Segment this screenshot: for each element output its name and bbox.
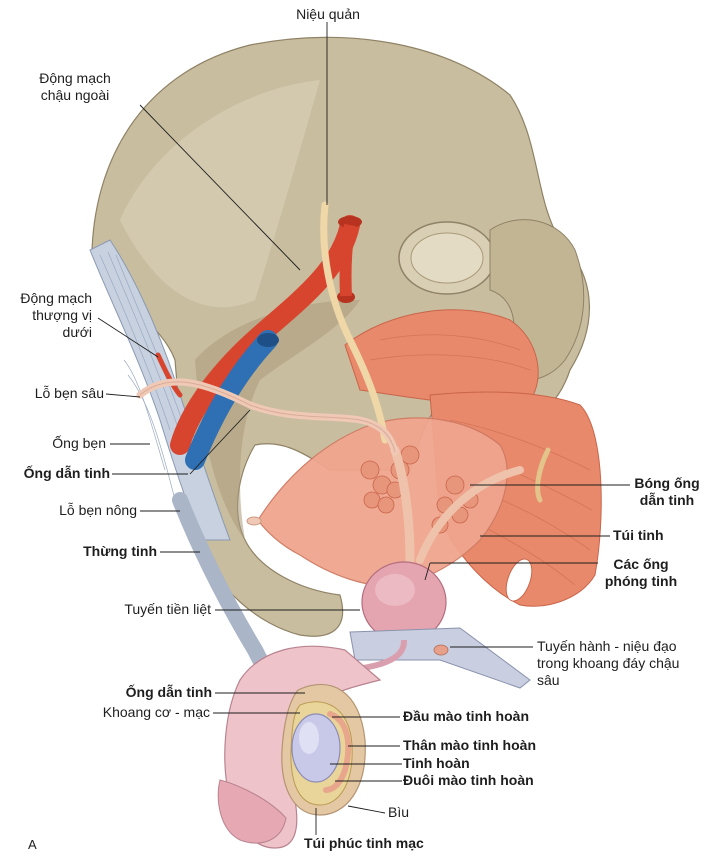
label-tunica-vaginalis: Túi phúc tinh mạc <box>304 835 424 851</box>
sacral-vertebra-inner <box>410 232 484 284</box>
label-ductus-deferens-upper: Ống dẫn tinh <box>23 465 110 481</box>
label-testis: Tinh hoàn <box>403 755 470 771</box>
label-ejaculatory-ducts: Các ống phóng tinh <box>596 556 686 590</box>
iliac-fossa-shading <box>120 80 320 308</box>
testis-highlight <box>299 722 319 754</box>
canal-stripes <box>99 251 187 501</box>
label-fascial-space: Khoang cơ - mạc <box>102 704 210 720</box>
label-ampulla: Bóng ống dẫn tinh <box>627 475 707 509</box>
ureter <box>320 201 389 444</box>
glans <box>217 779 287 844</box>
obturator-foramen <box>505 558 533 602</box>
label-line: sâu <box>537 672 560 688</box>
label-seminal-vesicle: Túi tinh <box>613 527 664 543</box>
ampulla-shape-right <box>416 466 524 564</box>
label-scrotum: Bìu <box>388 804 410 820</box>
label-ureter: Niệu quản <box>296 6 360 22</box>
figure-letter: A <box>28 837 37 852</box>
inferior-epigastric-artery <box>155 352 183 398</box>
label-line: Động mạch <box>20 290 92 306</box>
label-bulbourethral-gland: Tuyến hành - niệu đạo trong khoang đáy c… <box>537 638 679 689</box>
label-deep-inguinal-ring: Lỗ bẹn sâu <box>34 385 104 401</box>
leader-lines <box>97 22 630 835</box>
artery-branch <box>339 223 356 297</box>
label-epididymis-tail: Đuôi mào tinh hoàn <box>403 772 534 788</box>
label-line: thượng vị <box>32 307 92 323</box>
bulbourethral-gland <box>433 644 449 656</box>
label-ductus-deferens-lower: Ống dẫn tinh <box>125 684 212 700</box>
label-line: Động mạch <box>39 70 111 86</box>
ductus-deferens-outline <box>139 381 396 453</box>
label-line: trong khoang đáy chậu <box>537 655 680 671</box>
label-line: dẫn tinh <box>639 492 695 508</box>
label-line: Bóng ống <box>634 475 700 491</box>
ductus-end-right <box>535 447 551 503</box>
label-line: Tuyến hành - niệu đạo <box>537 638 677 654</box>
epididymis <box>323 711 352 793</box>
label-line: phóng tinh <box>604 573 678 589</box>
label-epididymis-head: Đầu mào tinh hoàn <box>403 708 529 724</box>
ampulla-shape <box>390 445 415 565</box>
label-line: dưới <box>62 324 92 340</box>
deep-ring-marker <box>246 516 262 526</box>
label-inguinal-canal: Ống bẹn <box>52 435 106 451</box>
vein-cut-end <box>257 333 279 347</box>
label-external-iliac-artery: Động mạch chậu ngoài <box>30 70 120 104</box>
label-inferior-epigastric-artery: Động mạch thượng vị dưới <box>0 290 92 341</box>
label-epididymis-body: Thân mào tinh hoàn <box>403 737 536 753</box>
label-spermatic-cord: Thừng tinh <box>83 543 157 559</box>
prostate-highlight <box>375 574 415 606</box>
label-prostate: Tuyến tiền liệt <box>124 601 211 617</box>
label-line: chậu ngoài <box>40 87 110 103</box>
label-line: Các ống <box>613 556 669 572</box>
label-superficial-inguinal-ring: Lỗ bẹn nông <box>59 502 137 518</box>
